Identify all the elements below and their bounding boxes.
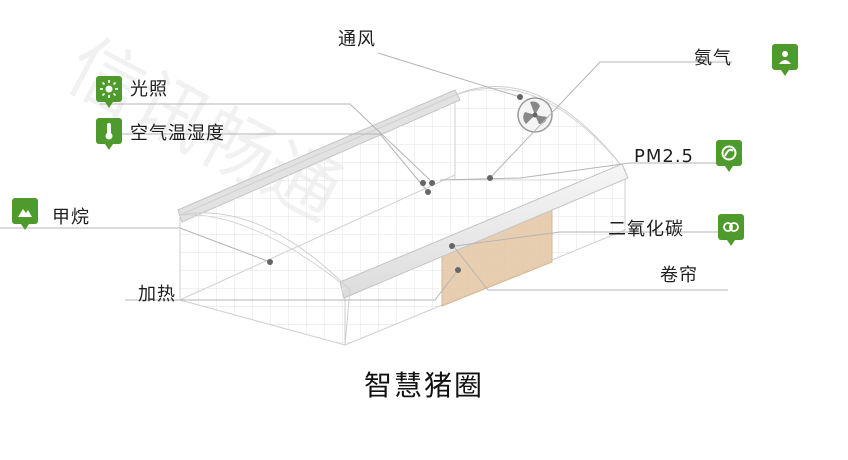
fan-icon	[517, 97, 553, 133]
leader-lines	[0, 52, 732, 301]
label-curtain: 卷帘	[660, 265, 698, 286]
label-pm25: PM2.5	[634, 146, 695, 167]
sensor-points	[267, 94, 523, 273]
label-lighting: 光照	[130, 79, 168, 100]
label-heating: 加热	[138, 284, 176, 305]
diagram-title: 智慧猪圈	[363, 369, 484, 402]
sun-icon	[96, 76, 122, 108]
label-ventilation: 通风	[338, 29, 376, 50]
molecule-icon	[718, 214, 744, 246]
label-ammonia: 氨气	[694, 48, 732, 69]
gas-icon	[12, 198, 38, 230]
front-arch	[179, 212, 351, 346]
label-air-temp-humidity: 空气温湿度	[130, 123, 225, 144]
label-co2: 二氧化碳	[608, 219, 684, 240]
label-methane: 甲烷	[52, 207, 90, 228]
thermometer-icon	[96, 118, 122, 150]
particle-icon	[716, 140, 742, 172]
gas-icon	[772, 44, 798, 76]
